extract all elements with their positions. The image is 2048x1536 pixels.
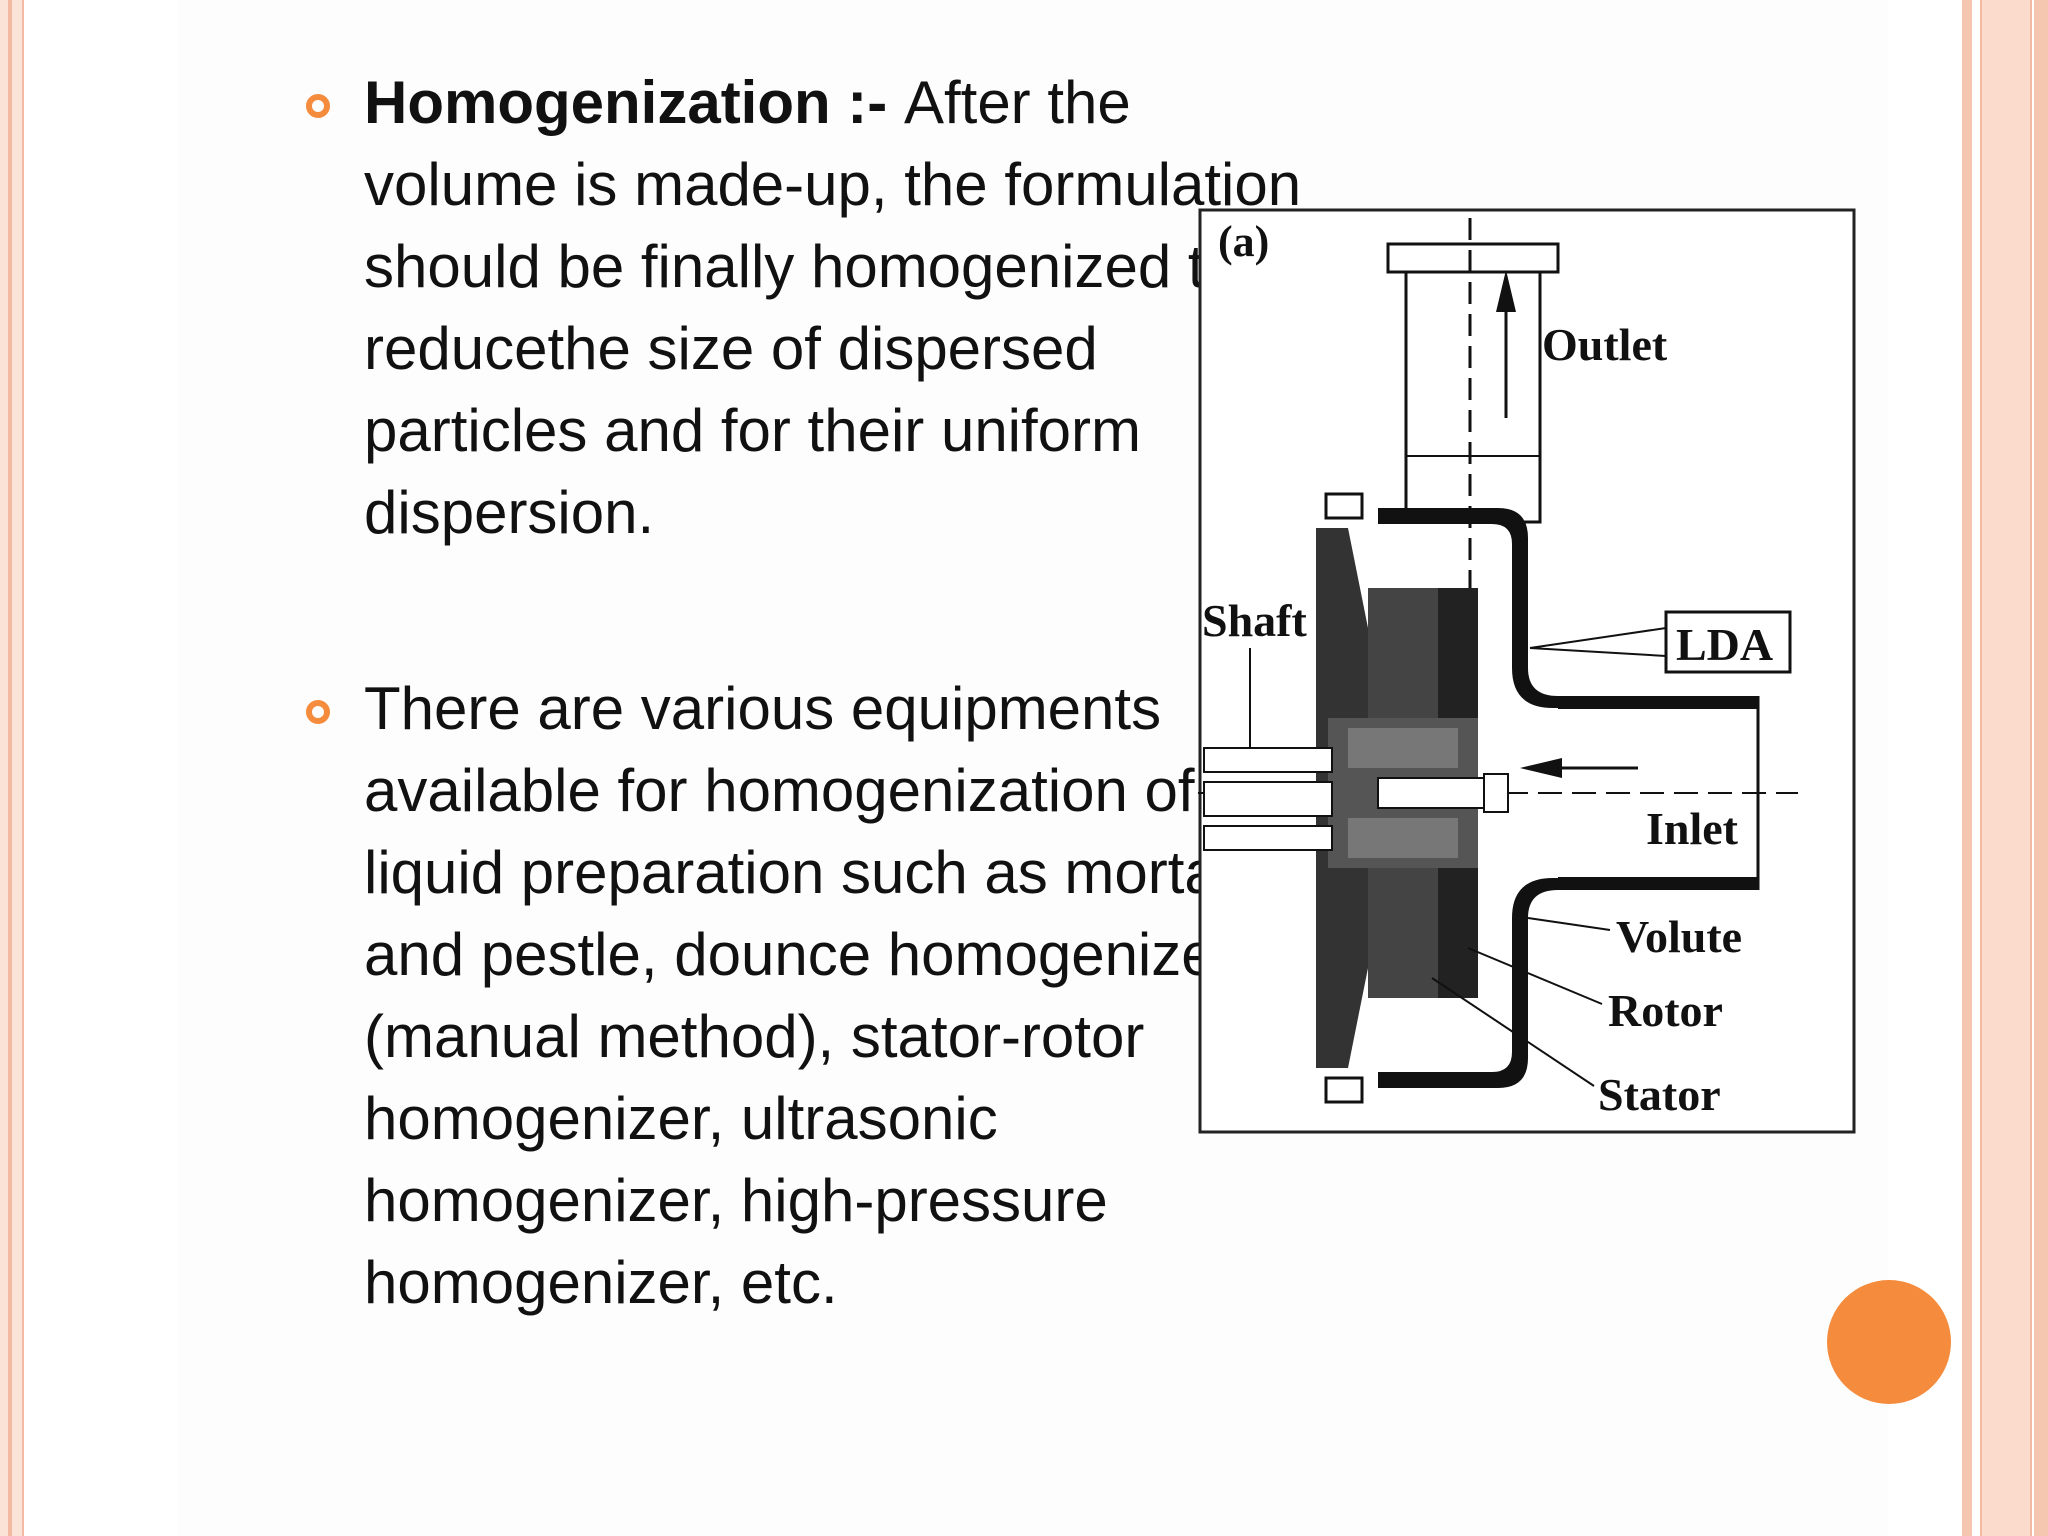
rotor-leader-line — [1467, 947, 1603, 1005]
shaft-nut — [1483, 773, 1509, 813]
bullet-body: After the volume is made-up, the formula… — [364, 69, 1302, 546]
homogenizer-diagram: (a) Outlet Shaft LDA Inlet Volute Rotor … — [1198, 208, 1856, 1134]
outlet-pipe — [1404, 270, 1542, 524]
shaft-upper-line — [1203, 747, 1333, 773]
volute-label: Volute — [1616, 911, 1742, 962]
inlet-label: Inlet — [1646, 803, 1739, 854]
shaft-bolt — [1377, 777, 1489, 809]
outlet-arrow-head — [1496, 270, 1516, 312]
inlet-arrow-head — [1520, 758, 1562, 778]
right-border-stripe-outer — [2034, 0, 2048, 1536]
outlet-label: Outlet — [1542, 319, 1668, 370]
lda-beam-upper — [1529, 627, 1667, 649]
right-border-stripe — [1980, 0, 2032, 1536]
bullet-item-homogenization: Homogenization :- After the volume is ma… — [306, 62, 1316, 554]
seal-upper — [1348, 728, 1458, 768]
bullet-text: Homogenization :- After the volume is ma… — [364, 62, 1316, 554]
stator-label: Stator — [1598, 1069, 1721, 1120]
seal-lower — [1348, 818, 1458, 858]
clamp-lower — [1324, 1076, 1364, 1104]
ring-bullet-icon — [306, 700, 330, 724]
shaft-lower-line — [1203, 825, 1333, 851]
bullet-heading: Homogenization :- — [364, 69, 904, 136]
stator-leader-line — [1431, 977, 1595, 1087]
right-border-stripe-inner — [1962, 0, 1972, 1536]
lda-box — [1664, 610, 1792, 674]
shaft-label: Shaft — [1202, 595, 1307, 646]
panel-label: (a) — [1218, 217, 1269, 266]
outlet-flange — [1386, 242, 1560, 274]
clamp-upper — [1324, 492, 1364, 520]
lda-beam-lower — [1529, 647, 1667, 657]
bullet-text: There are various equipments available f… — [364, 668, 1316, 1324]
bullet-item-equipments: There are various equipments available f… — [306, 668, 1316, 1324]
left-border-stripe — [0, 0, 24, 1536]
rotor-label: Rotor — [1608, 985, 1723, 1036]
shaft-body — [1203, 781, 1333, 817]
volute-leader-line — [1527, 917, 1611, 931]
lda-label: LDA — [1676, 619, 1773, 670]
ring-bullet-icon — [306, 94, 330, 118]
bullet-body: There are various equipments available f… — [364, 675, 1245, 1316]
left-border-line — [8, 0, 12, 1536]
decorative-orange-circle — [1827, 1280, 1951, 1404]
